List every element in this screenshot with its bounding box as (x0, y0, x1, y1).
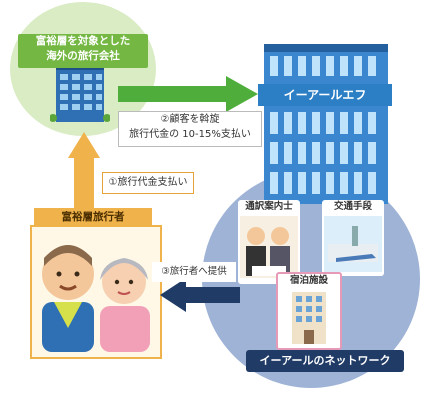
transport-icon (324, 216, 382, 272)
payment-note: ①旅行代金支払い (102, 172, 194, 194)
referral-arrow-icon (118, 76, 258, 112)
agency-building-icon (50, 64, 110, 122)
transport-label: 交通手段 (333, 201, 372, 212)
payment-arrow-icon (68, 132, 100, 210)
elderly-couple-icon (42, 245, 150, 352)
company-tower-icon (264, 44, 388, 204)
guide-card: 通訳案内士 (238, 200, 300, 284)
agency-title: 富裕層を対象とした 海外の旅行会社 (18, 34, 148, 68)
lodging-card: 宿泊施設 (276, 272, 342, 350)
agency-title-line2: 海外の旅行会社 (46, 50, 120, 62)
agency-title-line1: 富裕層を対象とした (35, 35, 131, 47)
guide-label: 通訳案内士 (245, 201, 293, 212)
guide-people-icon (240, 216, 298, 278)
referral-note-line1: ②顧客を斡旋 (160, 114, 220, 125)
network-label: イーアールのネットワーク (246, 350, 404, 372)
referral-note-line2: 旅行代金の 10-15%支払い (129, 129, 251, 140)
travelers-label: 富裕層旅行者 (34, 208, 152, 226)
hotel-building-icon (292, 292, 326, 344)
provide-note: ③旅行者へ提供 (152, 262, 236, 282)
company-label: イーアールエフ (258, 84, 392, 106)
transport-card: 交通手段 (322, 200, 384, 276)
referral-note: ②顧客を斡旋 旅行代金の 10-15%支払い (118, 111, 262, 147)
lodging-label: 宿泊施設 (289, 275, 328, 286)
provide-arrow-icon (160, 278, 240, 312)
